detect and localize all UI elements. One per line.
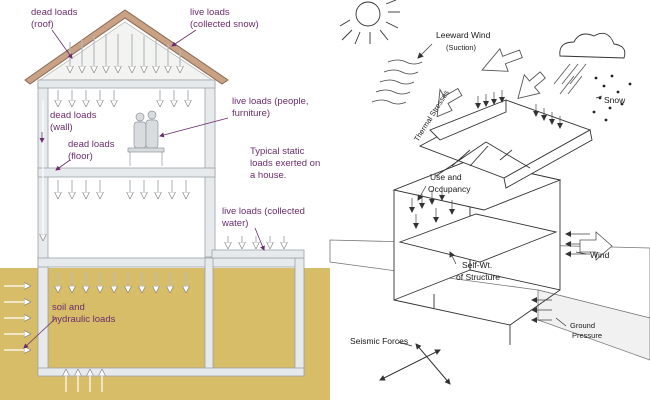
label-live-people-1: live loads (people,	[232, 96, 309, 107]
label-seismic: Seismic Forces	[350, 336, 408, 346]
ground-texture	[0, 268, 330, 400]
label-self-wt-1: Self-Wt.	[462, 260, 492, 270]
right-house-isometric: Leeward Wind (Suction) Snow Thermal Stre…	[330, 0, 650, 384]
label-live-water-1: live loads (collected	[222, 206, 305, 217]
label-wind: Wind	[590, 250, 610, 260]
water-arrows	[228, 236, 284, 248]
label-live-snow: live loads (collected snow)	[190, 7, 259, 30]
label-dead-roof-2: (roof)	[31, 19, 54, 30]
label-dead-floor-1: dead loads	[68, 139, 115, 150]
left-house-section: dead loads (roof) live loads (collected …	[0, 7, 330, 400]
label-use-2: Occupancy	[428, 184, 471, 194]
label-snow: Snow	[604, 95, 626, 105]
caption: Typical static loads exerted on a house.	[250, 146, 320, 181]
middle-floor-arrows	[58, 180, 186, 198]
label-live-snow-1: live loads	[190, 7, 230, 18]
wind-streaks	[372, 60, 422, 104]
label-self-wt-2: of Structure	[456, 272, 500, 282]
label-live-people: live loads (people, furniture)	[232, 96, 309, 119]
label-live-water: live loads (collected water)	[221, 206, 305, 229]
label-live-people-2: furniture)	[232, 108, 270, 119]
label-ground-1: Ground	[570, 321, 595, 330]
sun-icon	[340, 0, 400, 44]
label-dead-roof: dead loads (roof)	[31, 7, 78, 30]
upper-floor-arrows	[58, 90, 188, 106]
label-dead-wall: dead loads (wall)	[50, 110, 97, 133]
label-ground-2: Pressure	[572, 331, 602, 340]
label-dead-wall-1: dead loads	[50, 110, 97, 121]
label-soil-1: soil and	[52, 302, 85, 313]
rain-streaks	[554, 64, 586, 94]
seismic-arrows	[380, 344, 450, 384]
house-body	[394, 160, 560, 345]
label-live-snow-2: (collected snow)	[190, 19, 259, 30]
label-use-1: Use and	[430, 172, 462, 182]
cloud-icon	[560, 33, 625, 58]
label-leeward-2: (Suction)	[446, 43, 477, 52]
caption-line-1: Typical static	[250, 146, 305, 157]
label-live-water-2: water)	[221, 218, 248, 229]
label-dead-roof-1: dead loads	[31, 7, 78, 18]
label-dead-wall-2: (wall)	[50, 122, 73, 133]
caption-line-2: loads exerted on	[250, 158, 320, 169]
label-dead-floor-2: (floor)	[68, 151, 93, 162]
label-leeward-1: Leeward Wind	[436, 30, 491, 40]
label-soil-2: hydraulic loads	[52, 314, 116, 325]
caption-line-3: a house.	[250, 170, 286, 181]
people-figure	[128, 111, 164, 166]
label-dead-floor: dead loads (floor)	[68, 139, 115, 162]
label-leeward: Leeward Wind (Suction)	[436, 30, 491, 52]
